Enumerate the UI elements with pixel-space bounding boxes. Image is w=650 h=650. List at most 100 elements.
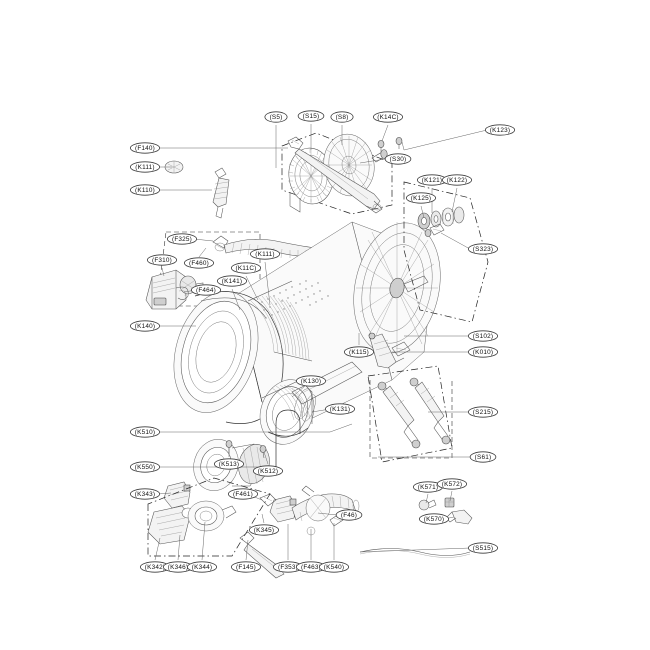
callout-ck510[interactable]: (K510) xyxy=(129,426,330,438)
callout-ck540[interactable]: (K540) xyxy=(318,523,350,573)
callout-ck131[interactable]: (K131) xyxy=(311,403,356,415)
callout-balloon[interactable] xyxy=(129,461,161,473)
callout-ck513[interactable]: (K513) xyxy=(213,447,245,470)
callout-balloon[interactable] xyxy=(249,248,281,260)
callout-balloon[interactable] xyxy=(436,478,468,490)
callout-cs515[interactable]: (S515) xyxy=(359,542,499,554)
f464-ring-part xyxy=(175,286,189,300)
callout-balloon[interactable] xyxy=(418,513,450,525)
callout-balloon[interactable] xyxy=(129,142,161,154)
callout-balloon[interactable] xyxy=(467,243,499,255)
callout-balloon[interactable] xyxy=(230,561,262,573)
callout-leader-line xyxy=(201,521,206,561)
callout-ck11b[interactable]: (K111) xyxy=(249,248,281,306)
callout-balloon[interactable] xyxy=(295,375,327,387)
callout-ck570[interactable]: (K570) xyxy=(418,513,455,525)
callout-balloon[interactable] xyxy=(384,153,412,165)
callout-ck130[interactable]: (K130) xyxy=(291,375,327,398)
callout-c123[interactable]: (K123) xyxy=(403,124,516,151)
callout-label: (S215) xyxy=(473,409,493,416)
outer-tub-drum-assembly xyxy=(173,181,489,425)
callout-balloon[interactable] xyxy=(297,110,325,122)
callout-label: (K010) xyxy=(473,349,493,356)
callout-balloon[interactable] xyxy=(252,465,284,477)
callout-balloon[interactable] xyxy=(335,509,363,521)
callout-cf140[interactable]: (F140) xyxy=(129,142,288,154)
callout-ck11c[interactable]: (K11C) xyxy=(230,262,262,301)
callout-balloon[interactable] xyxy=(484,124,516,136)
callout-ck345[interactable]: (K345) xyxy=(248,513,280,536)
callout-balloon[interactable] xyxy=(129,161,161,173)
callout-balloon[interactable] xyxy=(166,233,198,245)
callout-balloon[interactable] xyxy=(129,320,161,332)
callout-leader-line xyxy=(263,451,269,465)
callout-c58[interactable]: (S8) xyxy=(330,111,354,145)
callout-balloon[interactable] xyxy=(186,561,218,573)
callout-balloon[interactable] xyxy=(343,346,375,358)
callout-balloon[interactable] xyxy=(264,111,288,123)
callout-balloon[interactable] xyxy=(248,524,280,536)
callout-ck111[interactable]: (K111) xyxy=(129,161,172,173)
callout-cf46[interactable]: (F46) xyxy=(317,509,363,521)
callout-leader-line xyxy=(198,247,207,258)
callout-c122[interactable]: (K122) xyxy=(441,174,473,213)
callout-c14c[interactable]: (K14C) xyxy=(372,111,404,142)
callout-balloon[interactable] xyxy=(330,111,354,123)
callout-cs30[interactable]: (S30) xyxy=(359,153,412,165)
callout-balloon[interactable] xyxy=(467,542,499,554)
callout-leader-line xyxy=(381,124,389,142)
callout-ck115[interactable]: (K115) xyxy=(343,333,375,358)
callout-balloon[interactable] xyxy=(405,192,437,204)
callout-balloon[interactable] xyxy=(213,458,245,470)
callout-ck572[interactable]: (K572) xyxy=(436,478,468,502)
callout-balloon[interactable] xyxy=(227,488,259,500)
callout-ck140[interactable]: (K140) xyxy=(129,320,196,332)
callout-ck343[interactable]: (K343) xyxy=(129,488,172,500)
callout-balloon[interactable] xyxy=(324,403,356,415)
callout-label: (K110) xyxy=(135,187,155,194)
callout-c515[interactable]: (S15) xyxy=(297,110,325,150)
callout-cs61[interactable]: (S61) xyxy=(378,451,497,463)
callout-balloon[interactable] xyxy=(467,406,499,418)
callout-cs102[interactable]: (S102) xyxy=(404,330,499,342)
callout-ck141[interactable]: (K141) xyxy=(216,275,248,311)
callout-ck110[interactable]: (K110) xyxy=(129,184,212,196)
callout-balloon[interactable] xyxy=(216,275,248,287)
callout-balloon[interactable] xyxy=(372,111,404,123)
callout-label: (K123) xyxy=(490,127,510,134)
callout-balloon[interactable] xyxy=(183,257,215,269)
callout-leader-line xyxy=(449,490,453,502)
callout-label: (K111) xyxy=(255,251,274,258)
f310-dispenser-part xyxy=(145,269,204,310)
callout-balloon[interactable] xyxy=(467,346,499,358)
callout-balloon[interactable] xyxy=(190,284,222,296)
callout-cf460[interactable]: (F460) xyxy=(183,247,215,269)
callout-balloon[interactable] xyxy=(467,330,499,342)
callout-balloon[interactable] xyxy=(129,426,161,438)
callout-balloon[interactable] xyxy=(441,174,473,186)
callout-balloon[interactable] xyxy=(146,254,178,266)
f140-part xyxy=(287,136,383,214)
callout-balloon[interactable] xyxy=(469,451,497,463)
callout-c323[interactable]: (S323) xyxy=(440,232,499,255)
callout-ck342[interactable]: (K342) xyxy=(139,537,171,573)
callout-balloon[interactable] xyxy=(129,184,161,196)
callout-label: (F460) xyxy=(189,260,209,267)
callout-cs215[interactable]: (S215) xyxy=(428,406,499,418)
callout-ck512[interactable]: (K512) xyxy=(252,451,284,477)
callout-balloon[interactable] xyxy=(129,488,161,500)
callout-balloon[interactable] xyxy=(318,561,350,573)
k570-elbow-part xyxy=(445,509,473,525)
callout-cf145[interactable]: (F145) xyxy=(230,539,262,573)
callout-c55[interactable]: (S5) xyxy=(264,111,288,168)
callout-c125[interactable]: (K125) xyxy=(405,192,437,219)
callout-cf461[interactable]: (F461) xyxy=(227,488,263,501)
callout-ck010[interactable]: (K010) xyxy=(392,346,499,358)
callout-leader-line xyxy=(161,267,165,277)
callout-cf325[interactable]: (F325) xyxy=(166,233,214,245)
callout-ck344[interactable]: (K344) xyxy=(186,521,218,573)
callout-cf310[interactable]: (F310) xyxy=(146,254,178,277)
callout-cf464[interactable]: (F464) xyxy=(183,284,222,296)
callout-balloon[interactable] xyxy=(230,262,262,274)
